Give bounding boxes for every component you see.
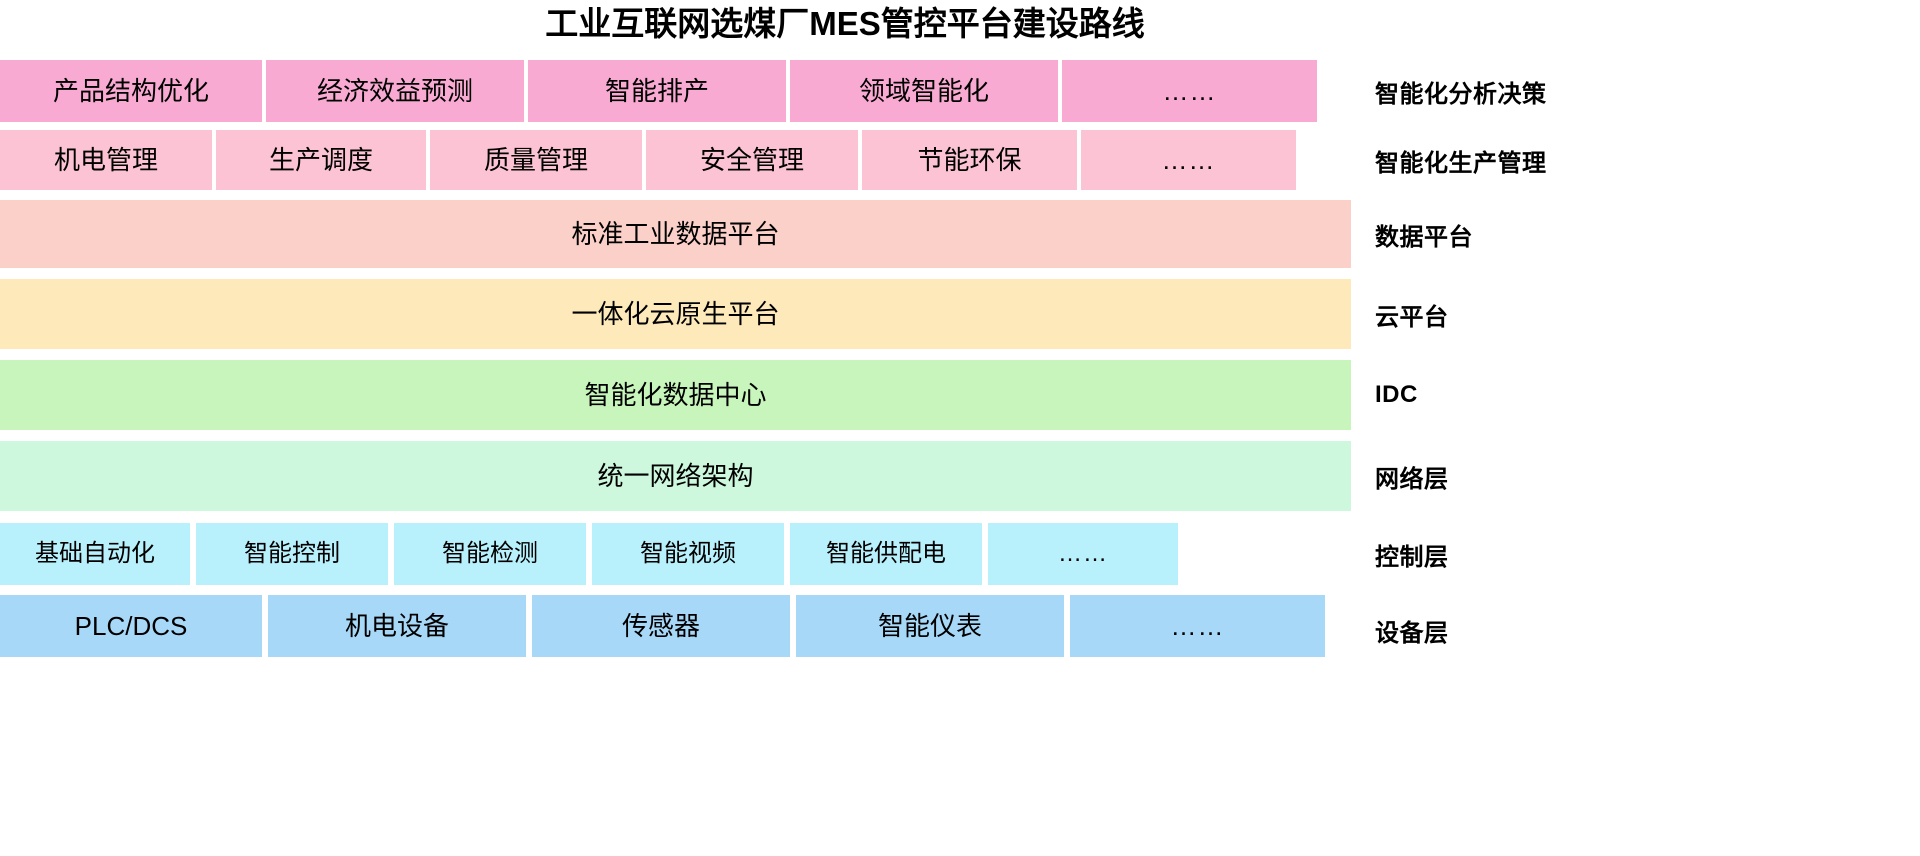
layer-box-ellipsis-device-layer[interactable]: ……: [1070, 595, 1325, 657]
layer-box-label: 智能控制: [244, 540, 340, 567]
layer-box-device-layer-1[interactable]: 机电设备: [268, 595, 526, 657]
layer-gap: [0, 511, 1920, 523]
layer-box-label: 智能仪表: [877, 611, 982, 641]
layer-boxes-intelligent-production-management: 机电管理 生产调度 质量管理 安全管理 节能环保 ……: [0, 130, 1351, 190]
layer-box-control-layer-0[interactable]: 基础自动化: [0, 523, 190, 585]
layer-boxes-control-layer: 基础自动化 智能控制 智能检测 智能视频 智能供配电 ……: [0, 523, 1351, 585]
layer-label-network-layer: 网络层: [1375, 465, 1449, 493]
layer-box-device-layer-2[interactable]: 传感器: [532, 595, 790, 657]
layer-box-label: 机电管理: [53, 145, 158, 175]
layer-box-intelligent-analysis-decision-1[interactable]: 经济效益预测: [266, 60, 524, 122]
layer-box-label: 基础自动化: [35, 540, 155, 567]
layer-box-label: 统一网络架构: [597, 461, 754, 491]
layer-box-intelligent-analysis-decision-2[interactable]: 智能排产: [528, 60, 786, 122]
layer-box-network-layer-0[interactable]: 统一网络架构: [0, 441, 1351, 511]
layer-row-data-platform: 标准工业数据平台 数据平台: [0, 200, 1920, 268]
layer-gap: [0, 349, 1920, 360]
layer-label-idc: IDC: [1375, 381, 1418, 408]
layer-box-label: 安全管理: [699, 145, 804, 175]
layer-box-label: 传感器: [621, 611, 700, 641]
layer-box-device-layer-3[interactable]: 智能仪表: [796, 595, 1064, 657]
layer-box-label: ……: [1162, 76, 1217, 106]
layer-boxes-idc: 智能化数据中心: [0, 360, 1351, 430]
layer-label-data-platform: 数据平台: [1375, 223, 1473, 251]
layer-box-label: 机电设备: [344, 611, 449, 641]
layer-box-label: 质量管理: [483, 145, 588, 175]
layer-box-control-layer-2[interactable]: 智能检测: [394, 523, 586, 585]
layer-boxes-cloud-platform: 一体化云原生平台: [0, 279, 1351, 349]
layer-box-intelligent-production-management-3[interactable]: 安全管理: [646, 130, 858, 190]
layer-gap: [0, 268, 1920, 279]
layer-box-label: ……: [1058, 540, 1108, 567]
layer-box-control-layer-4[interactable]: 智能供配电: [790, 523, 982, 585]
layer-row-idc: 智能化数据中心 IDC: [0, 360, 1920, 430]
layer-box-label: 智能排产: [604, 76, 709, 106]
layer-box-label: 智能供配电: [826, 540, 946, 567]
layer-box-intelligent-analysis-decision-0[interactable]: 产品结构优化: [0, 60, 262, 122]
layer-box-device-layer-0[interactable]: PLC/DCS: [0, 595, 262, 657]
page-title: 工业互联网选煤厂MES管控平台建设路线: [545, 5, 1145, 42]
layer-box-label: 领域智能化: [858, 76, 989, 106]
layer-box-label: 节能环保: [917, 145, 1022, 175]
layer-box-ellipsis-control-layer[interactable]: ……: [988, 523, 1178, 585]
layer-boxes-device-layer: PLC/DCS 机电设备 传感器 智能仪表 ……: [0, 595, 1351, 657]
layer-box-idc-0[interactable]: 智能化数据中心: [0, 360, 1351, 430]
layer-row-intelligent-production-management: 机电管理 生产调度 质量管理 安全管理 节能环保 …… 智能化生产管理: [0, 130, 1920, 190]
layer-row-control-layer: 基础自动化 智能控制 智能检测 智能视频 智能供配电 …… 控制层: [0, 523, 1920, 585]
layer-box-cloud-platform-0[interactable]: 一体化云原生平台: [0, 279, 1351, 349]
layer-row-intelligent-analysis-decision: 产品结构优化 经济效益预测 智能排产 领域智能化 …… 智能化分析决策: [0, 60, 1920, 122]
layer-box-label: ……: [1161, 145, 1216, 175]
layer-box-intelligent-analysis-decision-3[interactable]: 领域智能化: [790, 60, 1058, 122]
layer-gap: [0, 585, 1920, 595]
layer-box-ellipsis-intelligent-analysis-decision[interactable]: ……: [1062, 60, 1317, 122]
layer-label-intelligent-analysis-decision: 智能化分析决策: [1375, 80, 1547, 108]
layer-box-intelligent-production-management-2[interactable]: 质量管理: [430, 130, 642, 190]
layer-row-cloud-platform: 一体化云原生平台 云平台: [0, 279, 1920, 349]
layer-box-label: 产品结构优化: [52, 76, 209, 106]
layer-label-control-layer: 控制层: [1375, 543, 1449, 571]
layer-box-label: 智能检测: [442, 540, 538, 567]
layer-box-control-layer-1[interactable]: 智能控制: [196, 523, 388, 585]
layer-label-device-layer: 设备层: [1375, 619, 1449, 647]
layer-gap: [0, 190, 1920, 200]
layer-stack: 产品结构优化 经济效益预测 智能排产 领域智能化 …… 智能化分析决策机电管理 生产调度 质量…: [0, 60, 1920, 657]
layer-box-label: 经济效益预测: [316, 76, 473, 106]
layer-gap: [0, 430, 1920, 441]
layer-box-data-platform-0[interactable]: 标准工业数据平台: [0, 200, 1351, 268]
layer-box-intelligent-production-management-1[interactable]: 生产调度: [216, 130, 426, 190]
layer-gap: [0, 122, 1920, 130]
layer-box-ellipsis-intelligent-production-management[interactable]: ……: [1081, 130, 1296, 190]
layer-label-cloud-platform: 云平台: [1375, 303, 1449, 331]
layer-box-label: 标准工业数据平台: [571, 219, 780, 249]
layer-box-label: PLC/DCS: [74, 611, 188, 641]
layer-boxes-network-layer: 统一网络架构: [0, 441, 1351, 511]
layer-box-label: ……: [1170, 611, 1225, 641]
layer-row-device-layer: PLC/DCS 机电设备 传感器 智能仪表 …… 设备层: [0, 595, 1920, 657]
layer-label-intelligent-production-management: 智能化生产管理: [1375, 149, 1547, 177]
layer-box-label: 智能视频: [640, 540, 736, 567]
layer-box-control-layer-3[interactable]: 智能视频: [592, 523, 784, 585]
layer-box-label: 生产调度: [268, 145, 373, 175]
layer-boxes-intelligent-analysis-decision: 产品结构优化 经济效益预测 智能排产 领域智能化 ……: [0, 60, 1351, 122]
layer-box-intelligent-production-management-4[interactable]: 节能环保: [862, 130, 1077, 190]
layer-box-label: 一体化云原生平台: [571, 299, 780, 329]
layer-box-label: 智能化数据中心: [584, 380, 767, 410]
layer-row-network-layer: 统一网络架构 网络层: [0, 441, 1920, 511]
layer-box-intelligent-production-management-0[interactable]: 机电管理: [0, 130, 212, 190]
layer-boxes-data-platform: 标准工业数据平台: [0, 200, 1351, 268]
